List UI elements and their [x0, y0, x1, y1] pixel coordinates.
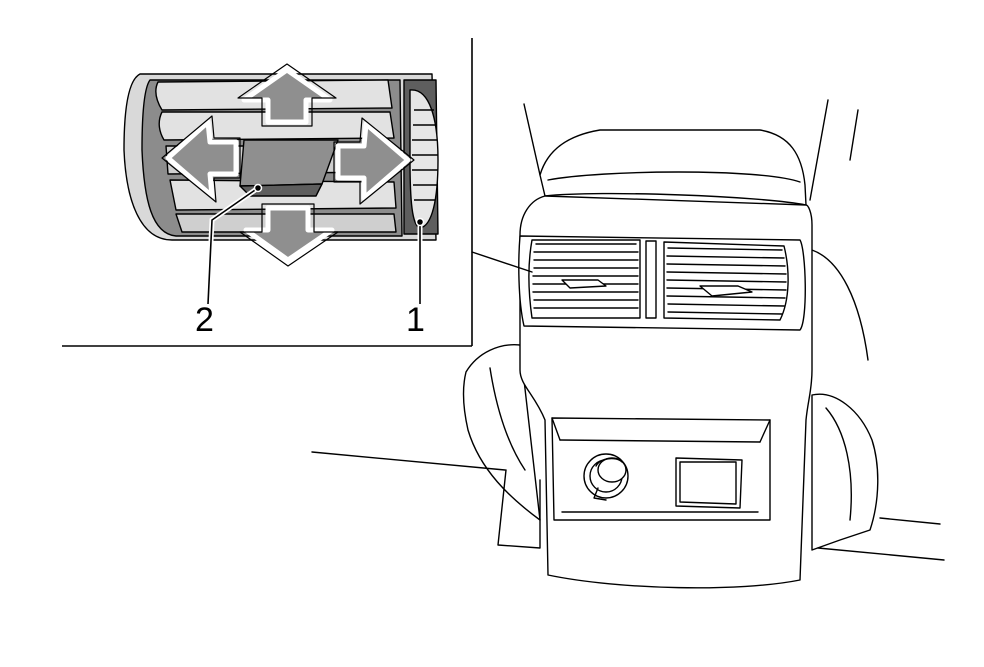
rear-console-illustration — [311, 99, 945, 589]
callout-label-2: 2 — [195, 301, 214, 339]
arrow-down-icon — [243, 205, 335, 263]
vent-divider — [645, 240, 657, 319]
power-socket — [583, 453, 629, 501]
floor-line-left — [311, 451, 506, 471]
arrow-right-icon — [335, 121, 411, 201]
seat-back-right-line — [809, 99, 829, 201]
floor-line-right-lower — [817, 547, 945, 561]
arrow-left-icon — [165, 119, 239, 199]
inset-leader — [471, 251, 533, 273]
left-seat-base — [497, 469, 541, 549]
right-seat — [811, 393, 879, 551]
armrest-top — [539, 129, 807, 206]
rear-vent-left — [528, 239, 641, 319]
seat-back-right-line-2 — [849, 109, 859, 161]
rear-vent-right — [663, 241, 789, 321]
usb-pocket — [675, 457, 743, 509]
callout-dot-2 — [253, 183, 263, 193]
seat-back-left-line — [523, 103, 541, 176]
direction-arrows — [165, 67, 411, 263]
vent-tab — [239, 139, 339, 187]
arrow-up-icon — [241, 67, 333, 125]
callout-label-1: 1 — [406, 301, 425, 339]
callout-dot-1 — [415, 217, 425, 227]
floor-line-right — [879, 517, 941, 525]
inset-frame — [62, 38, 473, 347]
